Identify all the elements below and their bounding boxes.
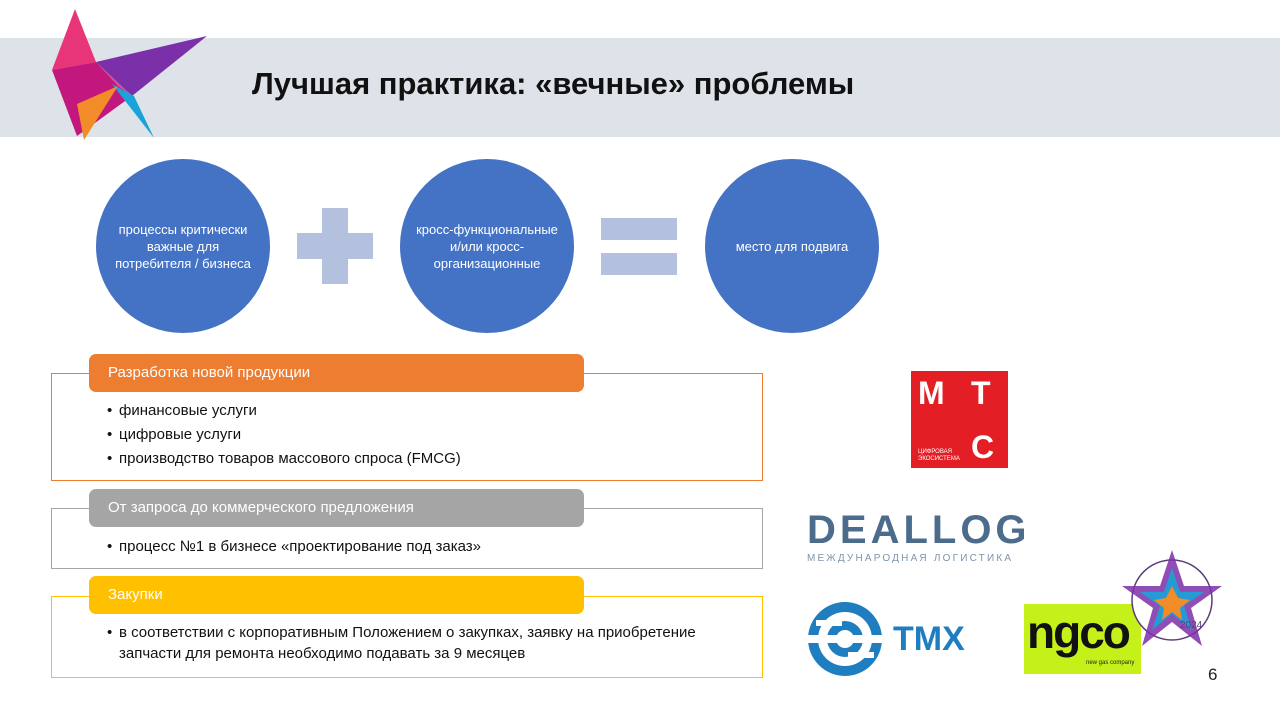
circle-text: место для подвига bbox=[735, 238, 849, 254]
mts-logo: М Т С ЦИФРОВАЯ ЭКОСИСТЕМА bbox=[911, 371, 1008, 468]
star-logo-icon bbox=[52, 9, 207, 140]
bullet-list-new-products: финансовые услуги цифровые услуги произв… bbox=[107, 399, 461, 471]
tmx-logo-icon bbox=[806, 602, 884, 676]
mts-logo-letter: М bbox=[918, 375, 945, 411]
ngco-logo: ngco new gas company bbox=[1024, 604, 1141, 674]
circle-text: кросс-функциональные и/или кросс-организ… bbox=[416, 221, 558, 271]
deallog-logo-word: DEALLOG bbox=[807, 508, 1031, 552]
circle-place-for-feat: место для подвига bbox=[705, 159, 879, 333]
deallog-logo-subtitle: МЕЖДУНАРОДНАЯ ЛОГИСТИКА bbox=[807, 553, 1014, 564]
award-badge-icon: 2024 bbox=[1122, 550, 1222, 646]
plus-icon-horizontal bbox=[297, 233, 373, 259]
ngco-logo-subtitle: new gas company bbox=[1086, 660, 1135, 666]
list-item: процесс №1 в бизнесе «проектирование под… bbox=[107, 535, 481, 559]
section-label-new-products: Разработка новой продукции bbox=[89, 354, 584, 392]
slide-title: Лучшая практика: «вечные» проблемы bbox=[252, 66, 855, 101]
circle-text: процессы критически важные для потребите… bbox=[115, 221, 251, 271]
deallog-logo: DEALLOG МЕЖДУНАРОДНАЯ ЛОГИСТИКА bbox=[807, 509, 1031, 564]
page-number: 6 bbox=[1208, 665, 1218, 684]
bullet-list-request-to-offer: процесс №1 в бизнесе «проектирование под… bbox=[107, 535, 481, 559]
mts-logo-letter: С bbox=[971, 429, 995, 465]
tmx-logo-word: ТМХ bbox=[893, 620, 965, 658]
bullet-list-procurement: в соответствии с корпоративным Положение… bbox=[107, 622, 747, 664]
mts-logo-subtitle: ЦИФРОВАЯ ЭКОСИСТЕМА bbox=[918, 449, 960, 462]
list-item: производство товаров массового спроса (F… bbox=[107, 447, 461, 471]
section-label-request-to-offer: От запроса до коммерческого предложения bbox=[89, 489, 584, 527]
ngco-logo-word: ngco bbox=[1027, 606, 1131, 658]
section-label-procurement: Закупки bbox=[89, 576, 584, 614]
mts-logo-letter: Т bbox=[971, 375, 991, 411]
circle-critical-processes: процессы критически важные для потребите… bbox=[96, 159, 270, 333]
list-item: финансовые услуги bbox=[107, 399, 461, 423]
circle-cross-functional: кросс-функциональные и/или кросс-организ… bbox=[400, 159, 574, 333]
award-year: 2024 bbox=[1180, 620, 1203, 631]
list-item: в соответствии с корпоративным Положение… bbox=[107, 622, 747, 664]
header-band bbox=[0, 38, 1280, 137]
equals-icon-bottom bbox=[601, 253, 677, 275]
list-item: цифровые услуги bbox=[107, 423, 461, 447]
header-top-strip bbox=[210, 0, 1280, 38]
equals-icon-top bbox=[601, 218, 677, 240]
